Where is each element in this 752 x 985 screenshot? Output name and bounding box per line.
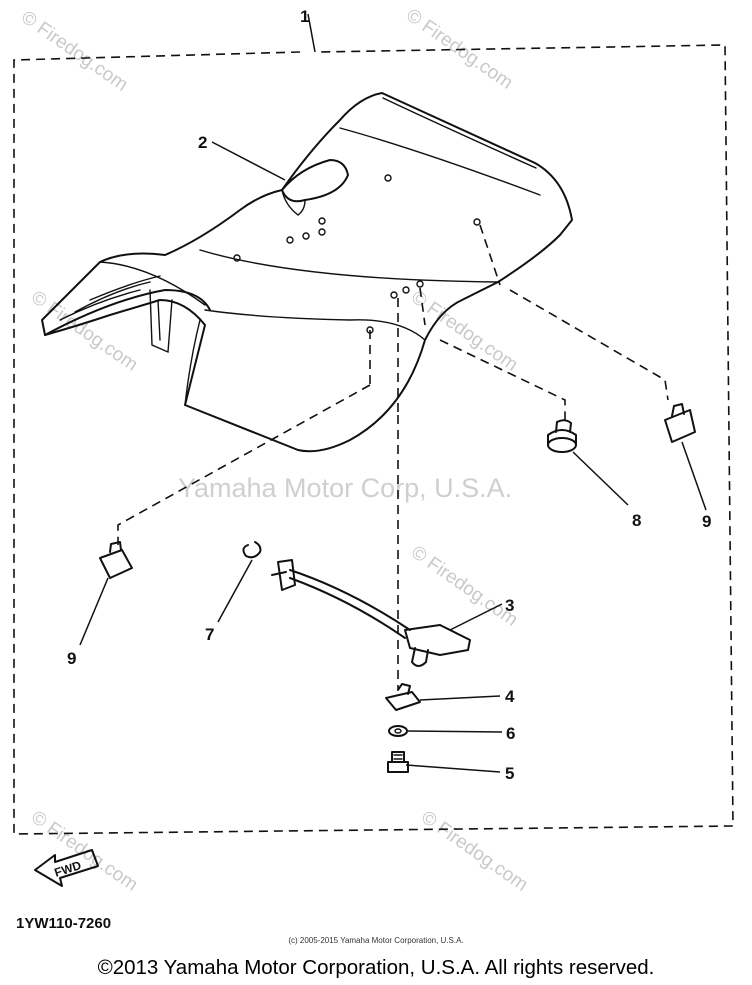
label-stopper-right: 9 <box>702 512 711 531</box>
label-lock-plate: 4 <box>505 687 515 706</box>
label-bolt: 5 <box>505 764 514 783</box>
stopper-left-part <box>99 541 133 579</box>
small-copyright: (c) 2005-2015 Yamaha Motor Corporation, … <box>288 936 463 945</box>
leader-line-lock-plate <box>419 695 501 701</box>
stopper-right-part <box>664 403 696 443</box>
label-seat-strap: 2 <box>198 133 207 152</box>
assembly-frame <box>13 44 734 835</box>
label-washer: 6 <box>506 724 515 743</box>
yamaha-watermark: Yamaha Motor Corp, U.S.A. <box>178 473 512 503</box>
leader-line-seat <box>307 13 316 53</box>
label-stopper-left: 9 <box>67 649 76 668</box>
seat-lock-rod-part <box>271 559 471 667</box>
label-lock-rod: 3 <box>505 596 514 615</box>
leader-line-clip <box>217 559 253 623</box>
leader-line-damper <box>572 451 629 506</box>
washer-part <box>388 725 408 737</box>
label-seat: 1 <box>300 7 309 26</box>
bolt-part <box>387 751 409 773</box>
leader-line-lock-rod <box>449 603 503 631</box>
leader-line-stopper-right <box>681 441 707 511</box>
leader-line-seat-strap <box>211 141 286 181</box>
seat-drawing <box>41 92 573 453</box>
watermark-group: © Firedog.com © Firedog.com © Firedog.co… <box>17 5 531 896</box>
guide-line-right-stopper <box>509 289 669 401</box>
firedog-watermark: © Firedog.com <box>17 7 131 96</box>
firedog-watermark: © Firedog.com <box>407 542 521 631</box>
leader-line-bolt <box>405 764 501 773</box>
leader-line-stopper-left <box>79 577 109 646</box>
guide-line-damper <box>439 339 566 420</box>
firedog-watermark: © Firedog.com <box>417 807 531 896</box>
lock-plate-part <box>385 683 421 711</box>
clip-part <box>242 541 262 559</box>
copyright-footer: ©2013 Yamaha Motor Corporation, U.S.A. A… <box>98 956 655 979</box>
leader-line-washer <box>407 730 503 733</box>
label-damper: 8 <box>632 511 641 530</box>
diagram-code: 1YW110-7260 <box>16 915 111 932</box>
firedog-watermark: © Firedog.com <box>27 807 141 896</box>
damper-part <box>547 419 577 453</box>
firedog-watermark: © Firedog.com <box>407 287 521 376</box>
guide-line-left-stopper <box>117 384 371 545</box>
label-clip: 7 <box>205 625 214 644</box>
